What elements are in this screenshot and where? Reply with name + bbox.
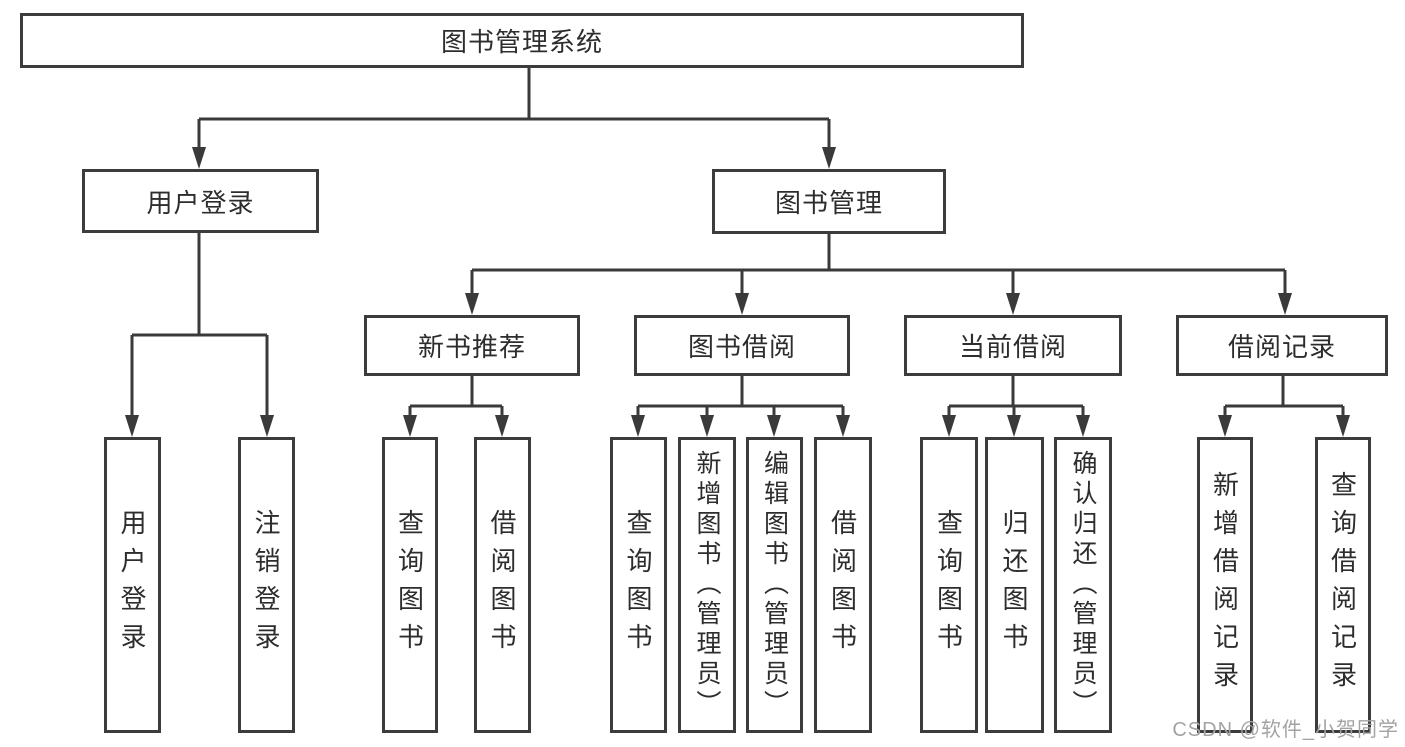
arrowhead-bb-borrow bbox=[836, 415, 850, 437]
arrowhead-leaf-logout bbox=[260, 415, 274, 437]
node-current-borrow: 当前借阅 bbox=[904, 315, 1122, 376]
leaf-current-confirm-return-admin: 确认归还（管理员） bbox=[1054, 437, 1112, 733]
leaf-current-query-books: 查询图书 bbox=[920, 437, 978, 733]
edge-root-to-level2 bbox=[197, 66, 831, 149]
leaf-logout: 注销登录 bbox=[238, 437, 295, 733]
leaf-borrow-add-books-admin: 新增图书（管理员） bbox=[678, 437, 736, 733]
leaf-newbook-borrow-books: 借阅图书 bbox=[474, 437, 531, 733]
arrowhead-cb-return bbox=[1007, 415, 1021, 437]
edge-current-borrow-to-leaves bbox=[947, 374, 1085, 419]
leaf-user-login: 用户登录 bbox=[104, 437, 161, 733]
arrowhead-borrow-records bbox=[1278, 293, 1292, 315]
leaf-current-return-books: 归还图书 bbox=[985, 437, 1044, 733]
arrowhead-nb-query bbox=[403, 415, 417, 437]
arrowhead-cb-confirm bbox=[1076, 415, 1090, 437]
edge-book-management-to-level3 bbox=[470, 232, 1287, 295]
watermark: CSDN @软件_小贺同学 bbox=[1172, 719, 1399, 741]
arrowhead-bb-edit bbox=[767, 415, 781, 437]
edge-records-to-leaves bbox=[1223, 374, 1345, 419]
arrowhead-book-management bbox=[822, 147, 836, 169]
node-root: 图书管理系统 bbox=[20, 13, 1024, 68]
arrowhead-bb-add bbox=[700, 415, 714, 437]
leaf-borrow-borrow-books: 借阅图书 bbox=[814, 437, 872, 733]
arrowhead-user-login bbox=[192, 147, 206, 169]
arrowhead-rec-add bbox=[1218, 415, 1232, 437]
edge-new-book-to-leaves bbox=[408, 374, 504, 419]
edge-user-login-to-leaves bbox=[130, 231, 269, 419]
leaf-borrow-query-books: 查询图书 bbox=[610, 437, 667, 733]
leaf-borrow-edit-books-admin: 编辑图书（管理员） bbox=[746, 437, 803, 733]
arrowhead-current-borrow bbox=[1006, 293, 1020, 315]
arrowhead-nb-borrow bbox=[495, 415, 509, 437]
edge-book-borrow-to-leaves bbox=[636, 374, 845, 419]
arrowhead-cb-query bbox=[942, 415, 956, 437]
arrowhead-rec-query bbox=[1336, 415, 1350, 437]
node-borrow-records: 借阅记录 bbox=[1176, 315, 1388, 376]
node-new-book-recommend: 新书推荐 bbox=[364, 315, 580, 376]
arrowhead-book-borrow bbox=[735, 293, 749, 315]
node-book-management: 图书管理 bbox=[712, 169, 946, 234]
arrowhead-new-book-recommend bbox=[465, 293, 479, 315]
leaf-records-query-record: 查询借阅记录 bbox=[1315, 437, 1371, 733]
node-user-login: 用户登录 bbox=[82, 169, 319, 233]
arrowhead-leaf-login bbox=[125, 415, 139, 437]
leaf-newbook-query-books: 查询图书 bbox=[382, 437, 438, 733]
node-book-borrow: 图书借阅 bbox=[634, 315, 850, 376]
leaf-records-add-record: 新增借阅记录 bbox=[1197, 437, 1253, 733]
arrowhead-bb-query bbox=[631, 415, 645, 437]
